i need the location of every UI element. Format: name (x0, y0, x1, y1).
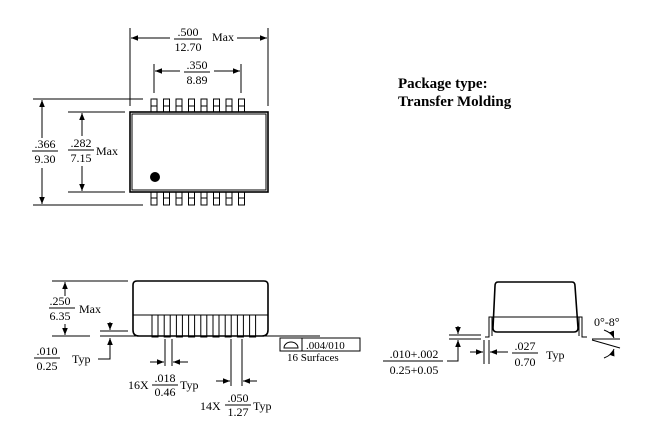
height-mm-label: 6.35 (50, 309, 71, 323)
lead-width-prefix: 16X (128, 378, 149, 392)
side-pin (236, 314, 244, 338)
height-in-label: .250 (50, 294, 71, 308)
side-pin (200, 314, 208, 338)
overall-height-mm-label: 9.30 (35, 152, 56, 166)
standoff-note: Typ (72, 352, 91, 366)
side-pin (249, 314, 257, 338)
standoff-in-label: .010 (37, 344, 58, 358)
height-note: Max (79, 302, 101, 316)
body-height-in-label: .282 (71, 136, 92, 150)
pitch-in-label: .050 (228, 391, 249, 405)
pitch-note: Typ (253, 399, 272, 413)
standoff-mm-label: 0.25 (37, 359, 58, 373)
pin-span-mm-label: 8.89 (187, 73, 208, 87)
side-pin (151, 314, 159, 338)
pin-span-in-label: .350 (187, 58, 208, 72)
pitch-mm-label: 1.27 (228, 405, 249, 419)
lead-width-in-label: .018 (155, 371, 176, 385)
pin1-dot-icon (150, 172, 160, 182)
flatness-value: .004/010 (306, 340, 345, 352)
foot-note: Typ (546, 348, 565, 362)
side-pins (151, 314, 257, 338)
lead-width-note: Typ (180, 378, 199, 392)
top-pins (150, 98, 245, 206)
foot-mm-label: 0.70 (515, 355, 536, 369)
side-pin (212, 314, 220, 338)
pitch-prefix: 14X (200, 399, 221, 413)
side-pin (163, 314, 171, 338)
foot-in-label: .027 (515, 339, 536, 353)
side-pin (224, 314, 232, 338)
width-in-label: .500 (178, 25, 199, 39)
width-mm-label: 12.70 (175, 40, 202, 54)
package-type-value: Transfer Molding (398, 94, 512, 110)
thickness-mm-label: 0.25+0.05 (390, 363, 439, 377)
lead-angle-label: 0°-8° (594, 315, 620, 329)
top-view: .500 12.70 Max .350 8.89 .366 9.30 .282 … (32, 25, 269, 206)
flatness-box (279, 337, 361, 352)
side-pin (175, 314, 183, 338)
body-height-mm-label: 7.15 (71, 151, 92, 165)
width-note: Max (212, 30, 234, 44)
side-pin (188, 314, 196, 338)
lead-width-mm-label: 0.46 (155, 385, 176, 399)
overall-height-in-label: .366 (35, 137, 56, 151)
end-body-outline (492, 281, 579, 333)
thickness-in-label: .010+.002 (390, 347, 439, 361)
flatness-note: 16 Surfaces (287, 352, 339, 364)
body-height-note: Max (96, 144, 118, 158)
package-type-label: Package type: (398, 76, 488, 92)
side-view: .250 6.35 Max .010 0.25 Typ 16X .018 0.4… (34, 280, 361, 419)
profile-surface-icon (283, 341, 299, 349)
end-view: .010+.002 0.25+0.05 .027 0.70 Typ 0°-8° (383, 281, 621, 377)
top-body-outline (129, 111, 269, 193)
